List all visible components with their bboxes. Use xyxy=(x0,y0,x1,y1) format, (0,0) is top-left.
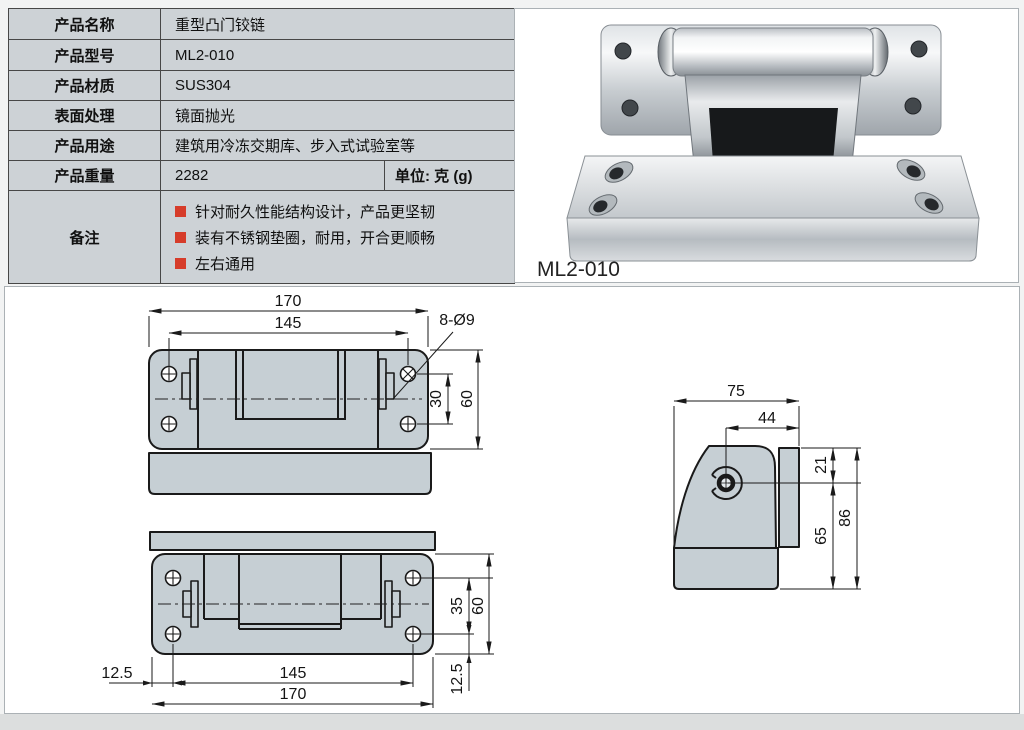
remark-text: 针对耐久性能结构设计，产品更坚韧 xyxy=(195,203,436,221)
dimension-total-width-170-front: 170 xyxy=(151,657,434,708)
spec-label-finish: 表面处理 xyxy=(8,100,161,131)
front-view-internal-edges xyxy=(203,554,382,630)
dimension-bottom-offset-12-5: 12.5 xyxy=(449,625,472,695)
dim-text-8-d9: 8-Ø9 xyxy=(439,312,475,329)
remark-text: 左右通用 xyxy=(195,255,256,273)
spec-label-usage: 产品用途 xyxy=(8,130,161,161)
dim-text-60-front: 60 xyxy=(470,597,487,615)
side-view-mount-plate xyxy=(778,447,800,548)
dim-text-12-5-bottom: 12.5 xyxy=(449,663,466,694)
technical-drawing-panel: 170 145 8-Ø9 30 60 xyxy=(4,286,1020,714)
spec-value-material: SUS304 xyxy=(159,70,516,101)
dimension-top-to-pin-21: 21 xyxy=(801,447,861,484)
dim-text-86: 86 xyxy=(837,509,854,527)
base-slot-holes xyxy=(588,159,944,216)
spec-weight-unit: 单位: 克 (g) xyxy=(383,160,516,191)
remarks-cell: 针对耐久性能结构设计，产品更坚韧 装有不锈钢垫圈，耐用，开合更顺畅 左右通用 xyxy=(159,190,516,284)
hinge-base-front-face xyxy=(566,217,980,262)
dimension-pin-to-edge-44: 44 xyxy=(725,410,800,431)
dim-text-21: 21 xyxy=(813,456,830,474)
dimension-total-height-86: 86 xyxy=(837,447,860,590)
side-view-base xyxy=(673,547,779,590)
table-row: 产品材质 SUS304 xyxy=(8,70,516,101)
drawing-side-view: 75 44 21 65 86 xyxy=(673,383,861,590)
front-view-door-bar xyxy=(149,531,436,551)
technical-drawings: 170 145 8-Ø9 30 60 xyxy=(101,293,861,708)
table-row: 产品用途 建筑用冷冻交期库、步入式试验室等 xyxy=(8,130,516,161)
page-bottom-strip xyxy=(0,714,1024,730)
spec-value-name: 重型凸门铰链 xyxy=(159,8,516,40)
spec-value-weight: 2282 xyxy=(160,160,385,191)
spec-value-finish: 镜面抛光 xyxy=(159,100,516,131)
hinge-photo-illustration xyxy=(566,24,980,262)
dim-text-170: 170 xyxy=(275,293,302,310)
drawing-front-view: 12.5 145 170 35 xyxy=(101,531,494,708)
table-row: 产品型号 ML2-010 xyxy=(8,39,516,71)
dim-text-12-5-left: 12.5 xyxy=(101,665,132,682)
photo-caption-model: ML2-010 xyxy=(537,258,620,281)
red-square-bullet-icon xyxy=(175,257,186,269)
top-view-barrel xyxy=(235,349,346,420)
dim-text-145: 145 xyxy=(275,315,302,332)
dimension-pin-to-bottom-65: 65 xyxy=(780,482,861,590)
table-row: 产品重量 2282 单位: 克 (g) xyxy=(8,160,516,191)
red-square-bullet-icon xyxy=(175,205,186,217)
dimension-hole-offset-35: 35 xyxy=(421,577,493,635)
dimension-edge-offset-12-5: 12.5 xyxy=(101,657,182,687)
dim-text-30: 30 xyxy=(428,390,445,408)
front-view-plate xyxy=(151,553,434,655)
spec-label-weight: 产品重量 xyxy=(8,160,161,191)
dim-text-145-front: 145 xyxy=(280,665,307,682)
dim-text-170-front: 170 xyxy=(280,686,307,703)
table-row-remarks: 备注 针对耐久性能结构设计，产品更坚韧 装有不锈钢垫圈，耐用，开合更顺畅 左右通… xyxy=(8,190,516,284)
spec-label-material: 产品材质 xyxy=(8,70,161,101)
dim-text-44: 44 xyxy=(758,410,776,427)
back-plate-screw-holes xyxy=(614,40,928,117)
product-photo: ML2-010 xyxy=(537,24,980,281)
dimension-total-width-170: 170 xyxy=(148,293,429,347)
spec-label-model: 产品型号 xyxy=(8,39,161,71)
drawing-top-view: 170 145 8-Ø9 30 60 xyxy=(148,293,483,495)
spec-value-model: ML2-010 xyxy=(159,39,516,71)
remark-text: 装有不锈钢垫圈，耐用，开合更顺畅 xyxy=(195,229,436,247)
dimension-hole-offset-30: 30 xyxy=(417,373,453,425)
dim-text-60: 60 xyxy=(459,390,476,408)
product-photo-panel: ML2-010 xyxy=(514,8,1019,283)
spec-value-usage: 建筑用冷冻交期库、步入式试验室等 xyxy=(159,130,516,161)
dim-text-35: 35 xyxy=(449,597,466,615)
top-view-base-flange xyxy=(148,452,432,495)
remarks-label: 备注 xyxy=(8,190,161,284)
table-row: 表面处理 镜面抛光 xyxy=(8,100,516,131)
hinge-barrel xyxy=(672,27,874,77)
front-view-screw-holes xyxy=(164,569,422,643)
hole-callout-8-d9: 8-Ø9 xyxy=(392,312,475,400)
dimension-plate-height-60: 60 xyxy=(430,349,483,450)
hinge-leaf-shadow xyxy=(709,108,838,162)
spec-label-name: 产品名称 xyxy=(8,8,161,40)
remark-item: 左右通用 xyxy=(175,250,508,276)
dim-text-65: 65 xyxy=(813,527,830,545)
dimension-plate-height-60-front: 60 xyxy=(435,553,494,655)
red-square-bullet-icon xyxy=(175,231,186,243)
product-spec-table: 产品名称 重型凸门铰链 产品型号 ML2-010 产品材质 SUS304 表面处… xyxy=(8,8,516,284)
remark-item: 针对耐久性能结构设计，产品更坚韧 xyxy=(175,198,508,224)
side-view-body xyxy=(673,445,777,549)
dimension-hole-span-145-front: 145 xyxy=(172,644,414,687)
remark-item: 装有不锈钢垫圈，耐用，开合更顺畅 xyxy=(175,224,508,250)
table-row: 产品名称 重型凸门铰链 xyxy=(8,8,516,40)
dimension-hole-span-145: 145 xyxy=(168,315,409,367)
dim-text-75: 75 xyxy=(727,383,745,400)
